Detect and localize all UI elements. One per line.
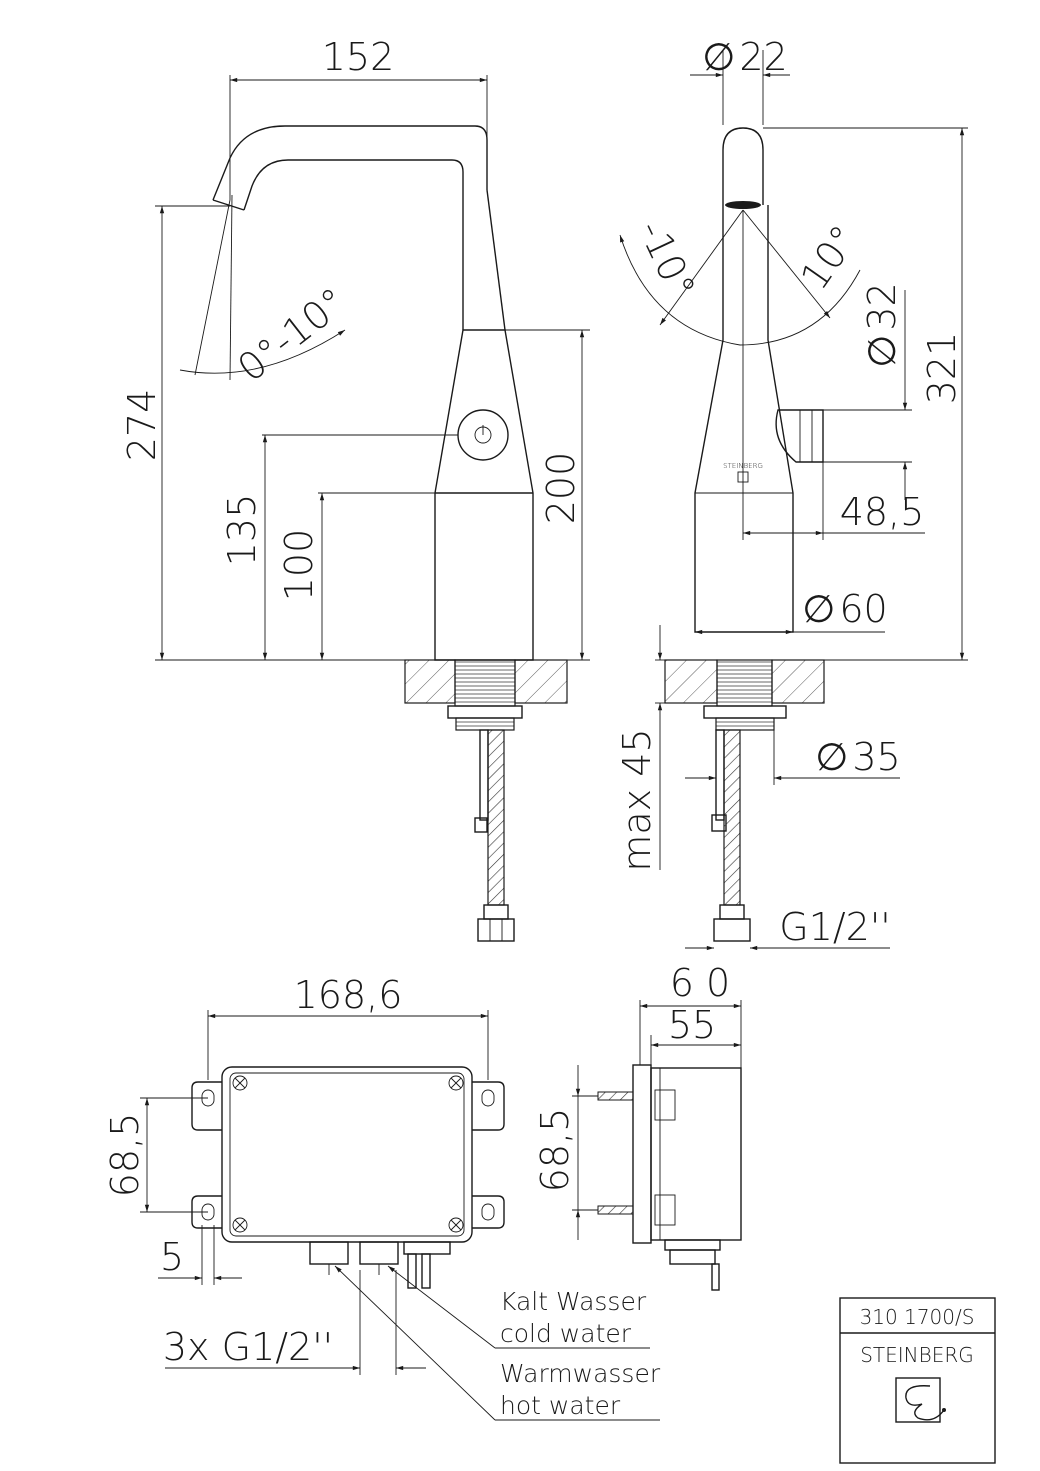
dim-max-thickness: max 45 [615, 728, 659, 871]
steinberg-logo-icon [895, 1377, 946, 1423]
dim-side-depth: 55 [668, 1003, 716, 1047]
dim-height-spout: 274 [120, 389, 164, 462]
faucet-front-view: STEINBERG [619, 127, 861, 942]
label-hot-water-en: hot water [500, 1391, 621, 1420]
dim-dia-sensor: ∅32 [860, 282, 904, 367]
dim-width-total: 152 [322, 35, 395, 79]
dim-box-height: 68,5 [103, 1113, 147, 1198]
dim-swivel-side: 0°-10° [229, 279, 354, 390]
control-box-top-view [191, 1066, 505, 1289]
dim-height-total: 321 [920, 332, 964, 405]
dim-swivel-front-right: 10° [792, 217, 867, 297]
brand-name: STEINBERG [860, 1343, 974, 1367]
side-view-dimensions: 152 274 135 100 200 0°-10° [120, 35, 590, 661]
dim-dia-thread: ∅35 [815, 735, 900, 779]
dim-side-depth-total: 6 0 [670, 961, 730, 1005]
label-cold-water-de: Kalt Wasser [500, 1287, 647, 1316]
dim-dia-base: ∅60 [802, 587, 887, 631]
front-view-dimensions: ∅22 -10° 10° 321 ∅32 48,5 ∅60 max 45 ∅35… [615, 35, 968, 951]
dim-swivel-front-left: -10° [630, 213, 704, 305]
faucet-side-view [179, 125, 568, 942]
dim-height-cone: 100 [277, 529, 321, 602]
label-hot-water-de: Warmwasser [500, 1359, 661, 1388]
dim-sensor-offset: 48,5 [840, 490, 925, 534]
dim-height-sensor: 135 [220, 494, 264, 567]
control-box-dimensions: 168,6 68,5 5 3x G1/2'' Kalt Wasser cold … [103, 973, 661, 1421]
dim-hose-thread: G1/2'' [779, 905, 891, 949]
control-box-side-dimensions: 6 0 55 68,5 [533, 961, 742, 1240]
dim-height-body: 200 [539, 452, 583, 525]
dim-box-width: 168,6 [294, 973, 403, 1017]
label-cold-water-en: cold water [500, 1319, 632, 1348]
title-block: 310 1700/S STEINBERG [839, 1297, 996, 1464]
dim-box-tab: 5 [160, 1235, 184, 1279]
article-number: 310 1700/S [860, 1305, 975, 1329]
dim-dia-spout: ∅22 [702, 35, 787, 79]
dim-side-height: 68,5 [533, 1108, 577, 1193]
control-box-side-view [597, 1064, 742, 1291]
dim-box-ports: 3x G1/2'' [163, 1325, 333, 1369]
